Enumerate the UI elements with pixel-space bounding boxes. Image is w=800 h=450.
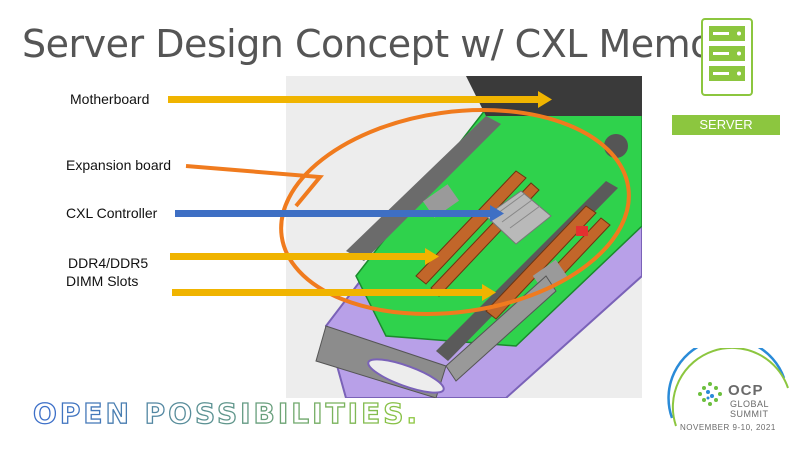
label-dimm-line2: DIMM Slots bbox=[66, 273, 139, 289]
slide-title: Server Design Concept w/ CXL Memory bbox=[22, 22, 751, 66]
label-cxl-controller: CXL Controller bbox=[66, 205, 158, 221]
ocp-summit-logo bbox=[667, 348, 789, 427]
server-board-illustration bbox=[286, 76, 642, 398]
ocp-subtitle-line2: SUMMIT bbox=[730, 409, 769, 419]
open-possibilities-tagline: OPEN POSSIBILITIES. bbox=[32, 396, 421, 430]
ocp-subtitle: GLOBAL SUMMIT bbox=[730, 399, 769, 419]
label-expansion-board: Expansion board bbox=[66, 157, 172, 173]
ocp-subtitle-line1: GLOBAL bbox=[730, 399, 770, 409]
ocp-title: OCP bbox=[728, 382, 764, 399]
server-rack-icon bbox=[701, 18, 753, 96]
label-dimm-line1: DDR4/DDR5 bbox=[68, 255, 149, 271]
label-motherboard: Motherboard bbox=[70, 91, 150, 107]
server-badge: SERVER bbox=[672, 115, 780, 135]
ocp-date: NOVEMBER 9-10, 2021 bbox=[680, 423, 776, 432]
